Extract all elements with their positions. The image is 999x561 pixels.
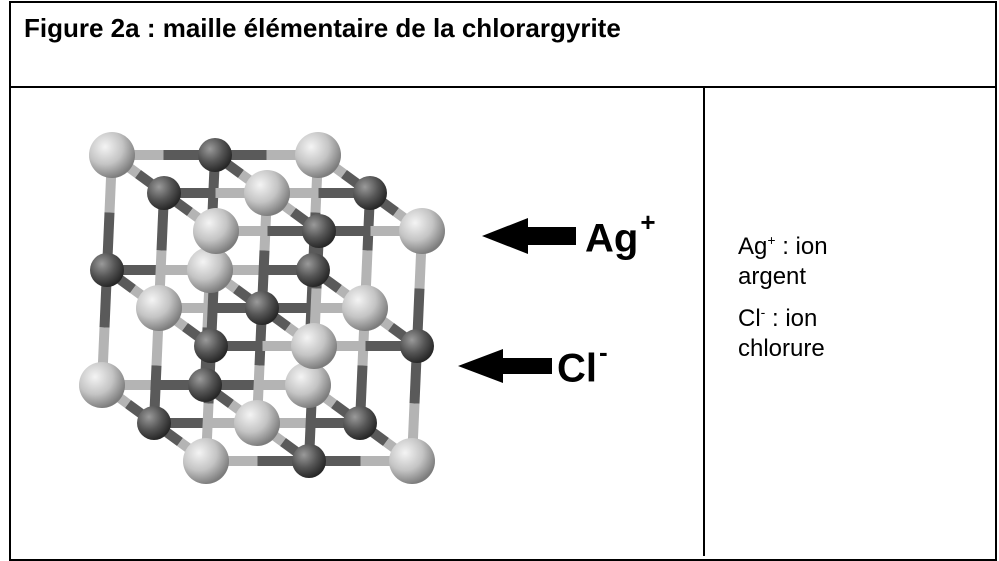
- chloride-ion: [296, 253, 330, 287]
- silver-ion: [285, 362, 331, 408]
- figure-title: Figure 2a : maille élémentaire de la chl…: [24, 13, 621, 43]
- legend-divider: [703, 86, 705, 556]
- title-divider: [9, 86, 997, 88]
- chloride-ion: [198, 138, 232, 172]
- chloride-ion: [353, 176, 387, 210]
- label-cl: Cl-: [557, 337, 608, 391]
- silver-ion: [193, 208, 239, 254]
- chloride-ion: [302, 214, 336, 248]
- silver-ion: [187, 247, 233, 293]
- silver-ion: [399, 208, 445, 254]
- silver-ion: [89, 132, 135, 178]
- silver-ion: [244, 170, 290, 216]
- chloride-ion: [90, 253, 124, 287]
- lattice-ions: [79, 132, 445, 484]
- chloride-ion: [137, 406, 171, 440]
- legend-item-ag: Ag+ : ion argent: [738, 232, 828, 290]
- chloride-ion: [245, 291, 279, 325]
- silver-ion: [389, 438, 435, 484]
- chloride-ion: [194, 329, 228, 363]
- silver-ion: [234, 400, 280, 446]
- arrow-ag: [482, 218, 576, 254]
- chloride-ion: [292, 444, 326, 478]
- chloride-ion: [147, 176, 181, 210]
- silver-ion: [291, 323, 337, 369]
- silver-ion: [342, 285, 388, 331]
- crystal-lattice-diagram: [79, 132, 576, 484]
- silver-ion: [136, 285, 182, 331]
- legend: Ag+ : ion argent Cl- : ion chlorure: [738, 232, 878, 376]
- legend-item-cl: Cl- : ion chlorure: [738, 304, 825, 362]
- label-ag: Ag+: [585, 207, 656, 261]
- silver-ion: [183, 438, 229, 484]
- silver-ion: [79, 362, 125, 408]
- chloride-ion: [400, 329, 434, 363]
- arrow-cl: [458, 349, 552, 383]
- silver-ion: [295, 132, 341, 178]
- chloride-ion: [188, 368, 222, 402]
- chloride-ion: [343, 406, 377, 440]
